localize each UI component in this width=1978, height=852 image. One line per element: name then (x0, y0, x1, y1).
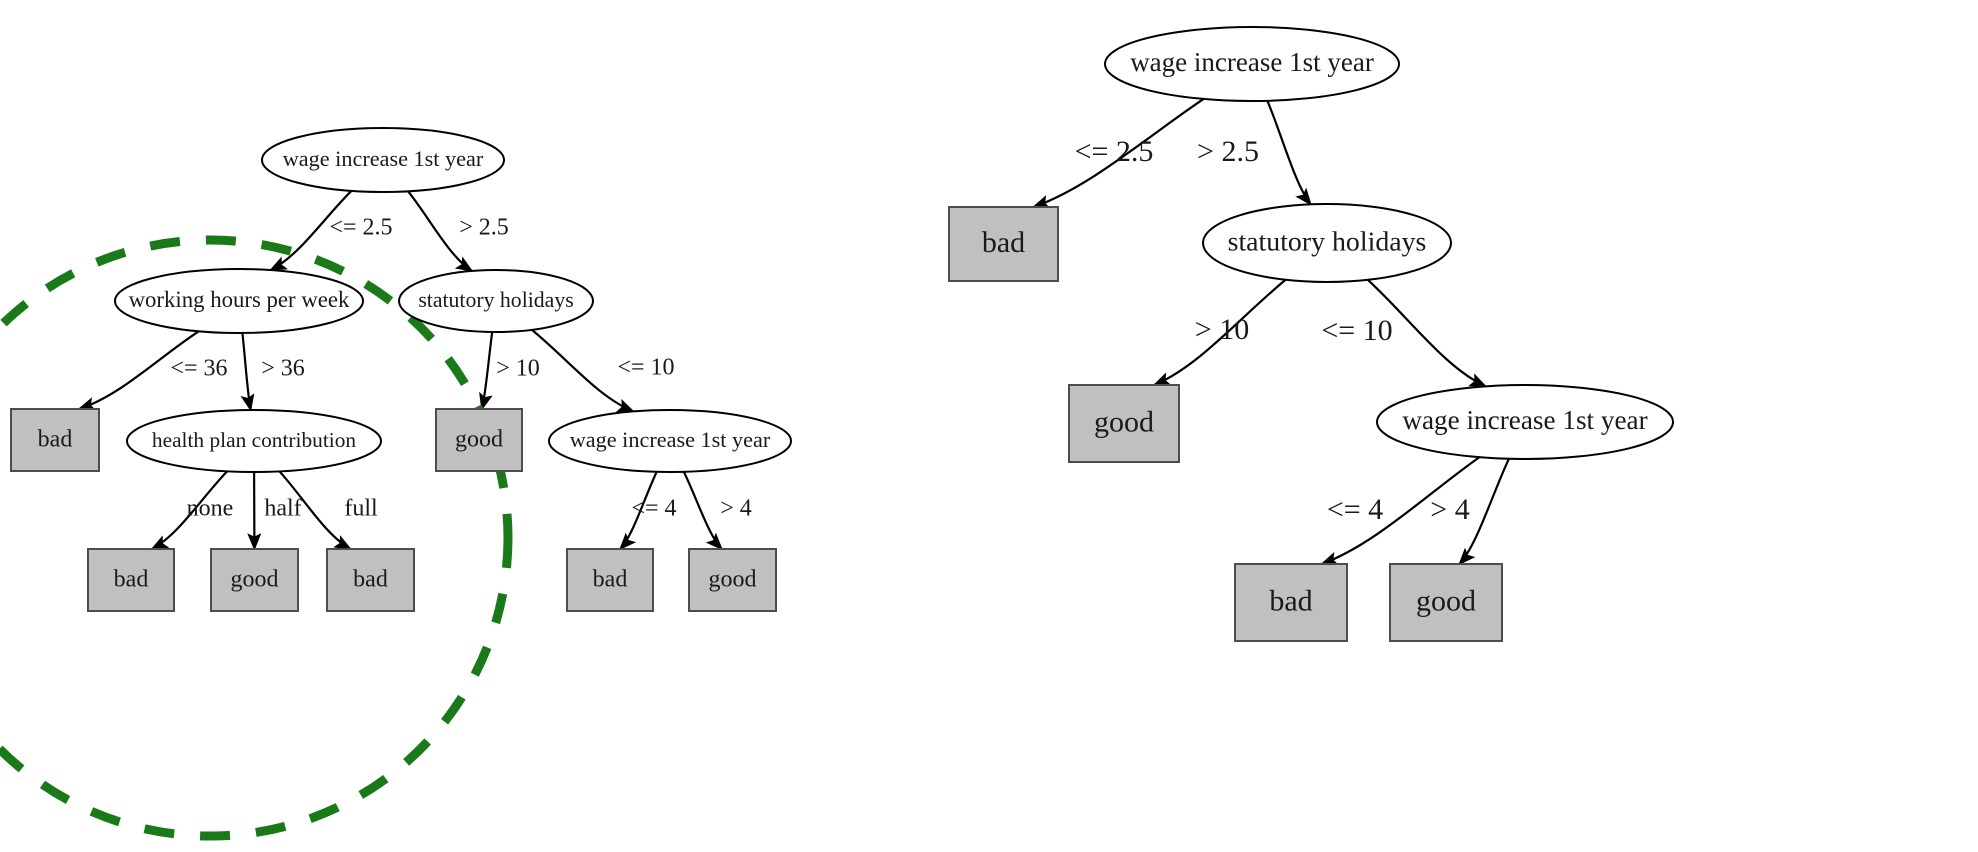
leaf-node-box (87, 548, 175, 612)
tree-leaf-node[interactable]: bad (566, 548, 654, 612)
node-label: wage increase 1st year (1402, 405, 1647, 435)
tree-edge (479, 331, 494, 411)
edge-label: > 36 (261, 356, 305, 382)
tree-decision-node[interactable]: health plan contribution (126, 409, 382, 473)
node-label: wage increase 1st year (1130, 47, 1374, 77)
edge-label: <= 10 (1321, 314, 1392, 347)
leaf-node-box (435, 408, 523, 472)
node-label: good (709, 567, 757, 593)
edge-labels-layer: <= 2.5 > 2.5 <= 36 > 36 > 10 <= 10 none half ful… (170, 135, 1469, 526)
decision-node-ellipse (114, 268, 364, 334)
edges-layer (77, 97, 1511, 566)
edge-label: <= 2.5 (329, 215, 392, 241)
node-label: good (1094, 405, 1154, 438)
highlight-layer (0, 235, 513, 841)
tree-leaf-node[interactable]: good (1068, 384, 1180, 463)
node-label: wage increase 1st year (570, 427, 771, 452)
leaf-node-box (326, 548, 415, 612)
edge-label: <= 36 (170, 356, 227, 382)
tree-leaf-node[interactable]: bad (1234, 563, 1348, 642)
tree-edge (1266, 100, 1312, 206)
leaf-node-box (210, 548, 299, 612)
node-label: good (231, 567, 279, 593)
node-label: bad (1269, 584, 1312, 617)
tree-edge (1366, 278, 1488, 388)
tree-edge (682, 471, 723, 551)
tree-edge (1458, 457, 1511, 566)
node-label: bad (593, 567, 628, 593)
decision-node-ellipse (1202, 203, 1452, 283)
tree-leaf-node[interactable]: good (1389, 563, 1503, 642)
edge-label: > 2.5 (459, 215, 509, 241)
edge-label: > 2.5 (1197, 135, 1259, 168)
tree-edge (240, 332, 255, 412)
tree-leaf-node[interactable]: bad (10, 408, 100, 472)
tree-edge (1152, 278, 1287, 387)
leaf-node-box (1234, 563, 1348, 642)
node-label: statutory holidays (1228, 226, 1427, 257)
leaf-node-box (566, 548, 654, 612)
tree-leaf-node[interactable]: bad (87, 548, 175, 612)
edge-label: > 4 (720, 496, 752, 522)
edge-label: > 10 (1195, 313, 1249, 346)
edge-label: full (344, 496, 378, 522)
decision-node-ellipse (126, 409, 382, 473)
tree-leaf-node[interactable]: bad (948, 206, 1059, 282)
tree-edge (150, 470, 229, 550)
edge-label: none (187, 496, 234, 522)
node-label: bad (982, 226, 1025, 259)
tree-decision-node[interactable]: wage increase 1st year (1376, 384, 1674, 460)
node-label: bad (38, 427, 73, 453)
leaf-node-box (1068, 384, 1180, 463)
leaf-node-box (1389, 563, 1503, 642)
node-label: bad (353, 567, 388, 593)
edge-label: > 4 (1430, 493, 1469, 526)
nodes-layer: wage increase 1st year working hours per … (10, 26, 1674, 642)
decision-node-ellipse (548, 409, 792, 473)
tree-decision-node[interactable]: wage increase 1st year (1104, 26, 1400, 102)
tree-leaf-node[interactable]: good (435, 408, 523, 472)
node-label: working hours per week (129, 287, 350, 312)
tree-decision-node[interactable]: statutory holidays (398, 269, 594, 333)
tree-leaf-node[interactable]: good (688, 548, 777, 612)
decision-node-ellipse (261, 127, 505, 193)
edge-label: > 10 (496, 356, 540, 382)
decision-node-ellipse (398, 269, 594, 333)
tree-edge (530, 328, 635, 413)
tree-decision-node[interactable]: wage increase 1st year (261, 127, 505, 193)
tree-edge (269, 189, 353, 272)
tree-decision-node[interactable]: wage increase 1st year (548, 409, 792, 473)
node-label: health plan contribution (152, 428, 357, 452)
tree-edge (1031, 97, 1205, 209)
tree-leaf-node[interactable]: good (210, 548, 299, 612)
tree-edge (1320, 455, 1481, 566)
decision-node-ellipse (1376, 384, 1674, 460)
tree-edge (77, 330, 200, 411)
tree-edge (278, 470, 352, 550)
leaf-node-box (948, 206, 1059, 282)
node-label: statutory holidays (418, 288, 573, 312)
edge-label: <= 2.5 (1075, 135, 1154, 168)
leaf-node-box (688, 548, 777, 612)
node-label: bad (114, 567, 149, 593)
tree-decision-node[interactable]: working hours per week (114, 268, 364, 334)
tree-decision-node[interactable]: statutory holidays (1202, 203, 1452, 283)
tree-edge (619, 471, 658, 551)
edge-label: <= 10 (617, 355, 674, 381)
leaf-node-box (10, 408, 100, 472)
pruned-subtree-highlight-circle (0, 235, 513, 841)
node-label: good (1416, 584, 1476, 617)
edge-label: <= 4 (1327, 493, 1383, 526)
tree-leaf-node[interactable]: bad (326, 548, 415, 612)
node-label: good (455, 427, 503, 453)
decision-node-ellipse (1104, 26, 1400, 102)
node-label: wage increase 1st year (283, 146, 484, 171)
edge-label: half (264, 496, 301, 522)
edge-label: <= 4 (631, 496, 676, 522)
tree-edge (406, 190, 474, 272)
